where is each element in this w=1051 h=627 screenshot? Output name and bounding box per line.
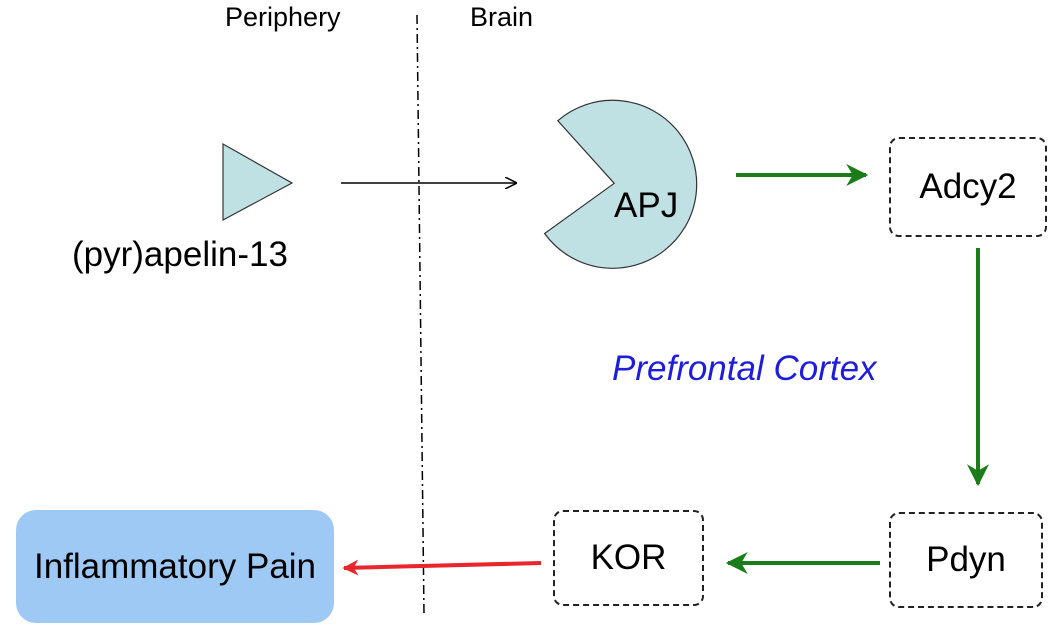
periphery-label: Periphery [225, 2, 341, 32]
ligand-triangle-icon [222, 142, 294, 222]
kor-node: KOR [553, 510, 704, 606]
ligand-label: (pyr)apelin-13 [72, 235, 288, 274]
inflammatory-pain-node: Inflammatory Pain [16, 510, 334, 623]
prefrontal-cortex-label: Prefrontal Cortex [612, 349, 877, 388]
pdyn-node: Pdyn [889, 512, 1043, 608]
kor-to-pain-inhibition-arrow [342, 559, 542, 576]
receptor-apj-shape [543, 99, 698, 269]
receptor-apj-label: APJ [614, 186, 679, 225]
adcy2-node: Adcy2 [889, 137, 1047, 237]
brain-label: Brain [470, 2, 534, 32]
periphery-brain-divider [416, 14, 425, 616]
